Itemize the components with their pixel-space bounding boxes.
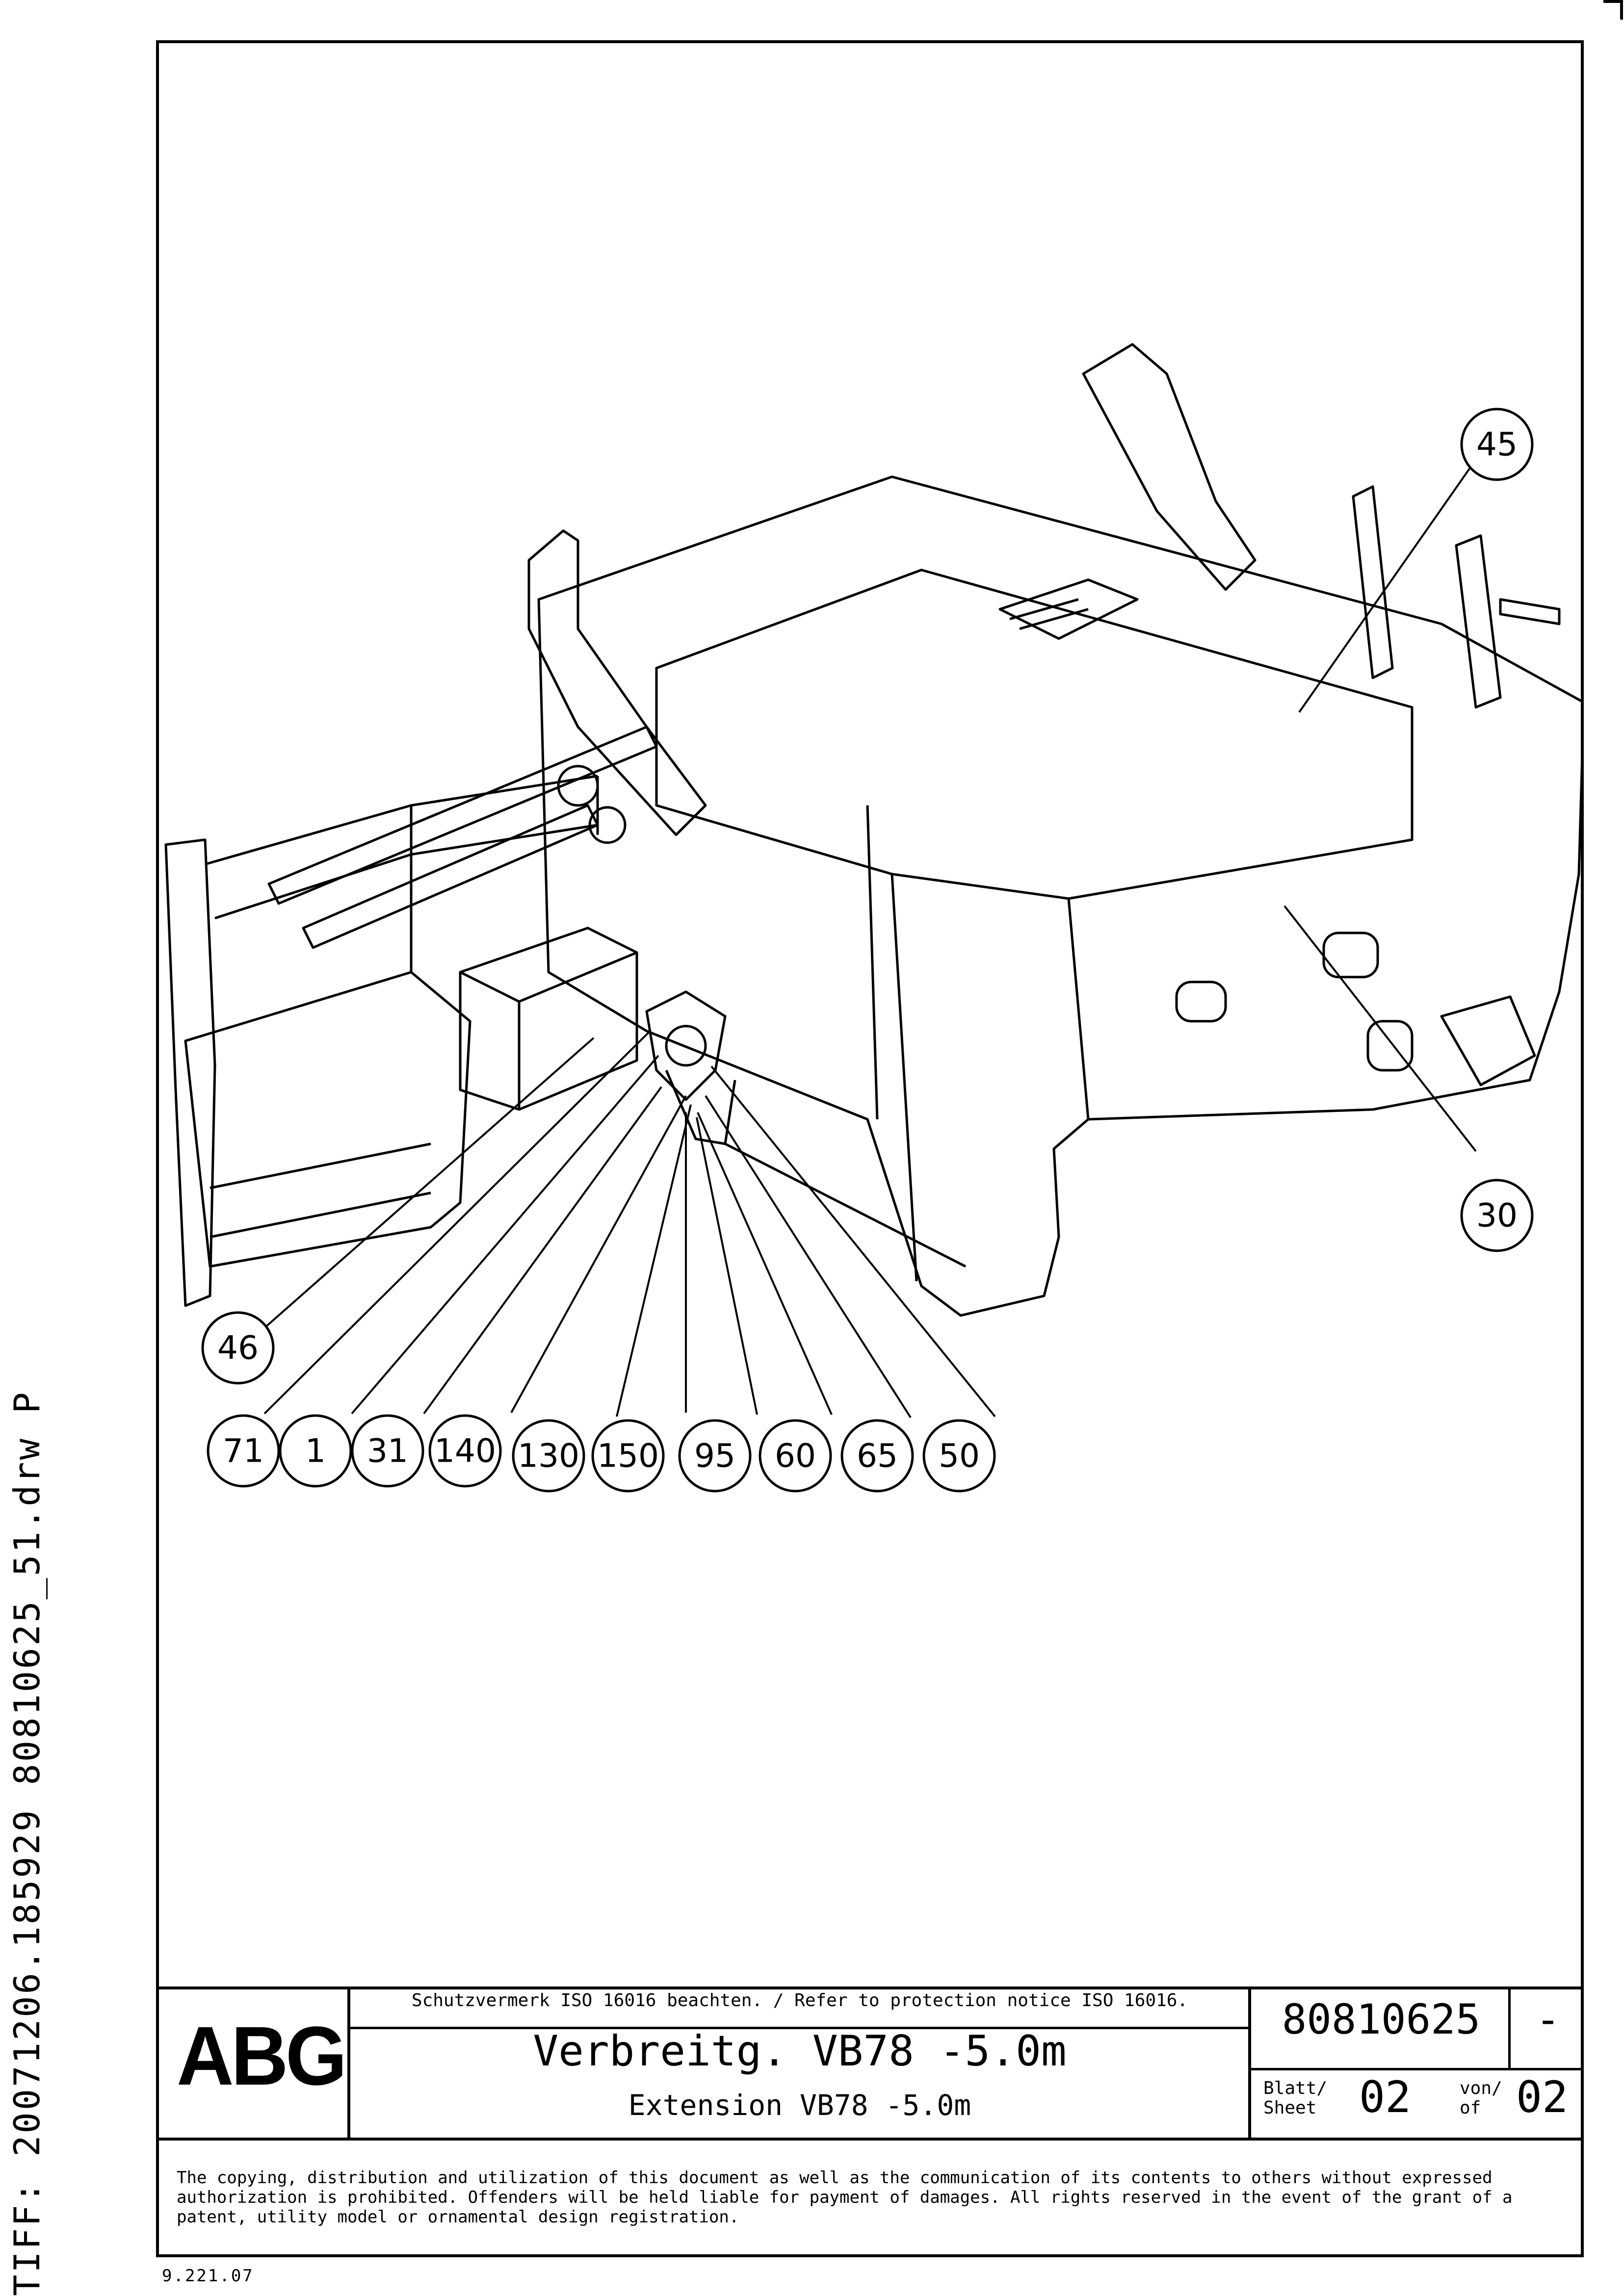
callout-label-50: 50 [939,1437,980,1475]
callout-label-95: 95 [694,1437,735,1475]
callout-71 [207,1414,280,1488]
sheet-label-en: Sheet [1263,2098,1317,2118]
file-info-sidebar: TIFF: 20071206.185929 80810625_51.drw P [6,1390,48,2296]
callout-label-60: 60 [775,1437,816,1475]
machine-frame-illustration [164,343,1584,1317]
callout-150 [591,1419,665,1493]
sheet-label: Blatt/ Sheet [1263,2079,1327,2118]
callout-balloons [201,408,1534,1493]
callout-label-46: 46 [217,1329,259,1367]
callout-label-30: 30 [1476,1197,1518,1235]
callout-30 [1460,1179,1534,1252]
form-code: 9.221.07 [162,2266,254,2286]
document-number: 80810625 [1282,1995,1481,2043]
callout-label-45: 45 [1476,426,1518,464]
callout-140 [428,1414,502,1488]
callout-130 [512,1419,585,1493]
protection-notice: Schutzvermerk ISO 16016 beachten. / Refe… [411,1990,1188,2011]
copyright-notice: The copying, distribution and utilizatio… [177,2168,1513,2227]
of-label-en: of [1460,2098,1481,2118]
of-label-de: von/ [1460,2078,1502,2098]
callout-label-150: 150 [597,1437,659,1475]
sheet-label-de: Blatt/ [1263,2078,1328,2098]
drawing-frame [156,40,1584,2257]
revision: - [1535,1995,1561,2043]
callout-label-65: 65 [857,1437,898,1475]
corner-crop-mark [1603,0,1623,20]
callout-46 [201,1311,275,1385]
callout-label-71: 71 [223,1432,264,1470]
callout-31 [351,1414,424,1488]
callout-60 [759,1419,832,1493]
callout-label-31: 31 [367,1432,408,1470]
callout-95 [678,1419,752,1493]
callout-label-140: 140 [434,1432,496,1470]
sheet-total: 02 [1516,2072,1568,2122]
callout-1 [279,1414,352,1488]
callout-45 [1460,408,1534,481]
drawing-title-english: Extension VB78 -5.0m [628,2089,971,2122]
callout-65 [840,1419,914,1493]
title-block [156,1986,1584,2257]
exploded-assembly-drawing: 45 30 46 71 1 31 140 130 150 95 60 65 50 [164,343,1584,1493]
of-label: von/ of [1460,2079,1502,2118]
drawing-title-german: Verbreitg. VB78 -5.0m [533,2027,1067,2076]
callout-50 [922,1419,996,1493]
company-logo: ABG [177,2010,347,2103]
sheet-number: 02 [1359,2072,1411,2122]
callout-leader-lines [258,459,1477,1419]
callout-label-1: 1 [305,1432,326,1470]
callout-label-130: 130 [518,1437,579,1475]
